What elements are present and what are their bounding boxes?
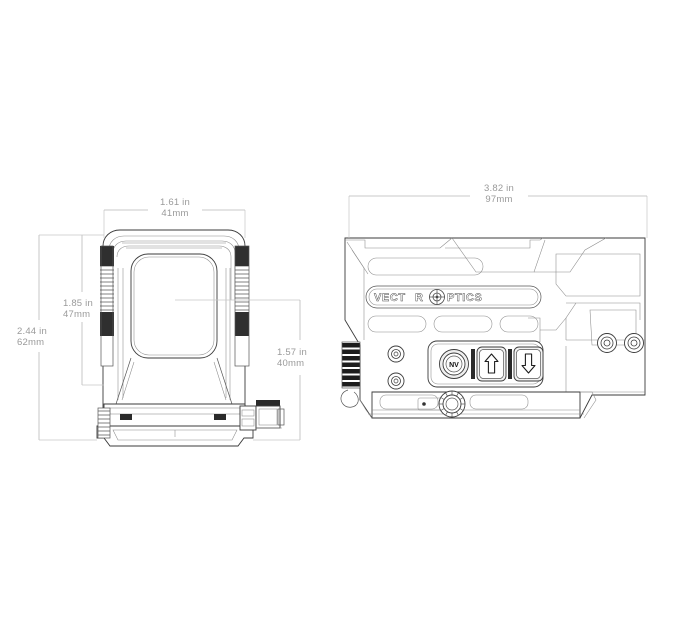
side-view: VECT R PTICS [340,237,646,419]
knurl-teeth [342,343,360,387]
logo-plate [365,285,542,309]
rear-lower-corner [580,391,597,419]
front-lower-corner [359,399,373,419]
lower-pocket-2 [433,315,493,333]
lanyard-hook [340,389,359,408]
dimension-front-lower-height: 1.57 in 40mm [253,300,307,441]
nv-button-label: NV [449,362,459,369]
dim-front-body-mm: 47mm [63,309,90,320]
control-divider-right [508,349,512,379]
bottom-pocket-left [379,394,439,410]
top-bevel-panel [451,237,546,273]
logo-plate-inner [368,288,539,306]
mount-tab-right [214,414,226,420]
vector-optics-logo: VECT R PTICS [374,289,482,305]
hood-contour-2 [112,240,236,300]
crosshair-icon [429,289,445,305]
hood-contour-1 [108,235,240,300]
dim-side-length-inches: 3.82 in [484,183,514,194]
right-corner-notch [540,317,567,331]
dim-front-overall-inches: 2.44 in [17,326,47,337]
right-rail-knurl [235,246,249,366]
dim-front-overall-mm: 62mm [17,337,44,348]
screw-boss-upper [387,345,405,363]
dim-front-lower-mm: 40mm [277,358,304,369]
mount-tab-left [120,414,132,420]
base-left-knurl [97,407,111,439]
dim-front-lower-inches: 1.57 in [277,347,307,358]
screw-boss-lower [387,372,405,390]
logo-text-r: R [415,292,424,304]
logo-text-vect: VECT [374,292,406,304]
picatinny-recoil-lug [112,429,238,441]
dim-front-body-inches: 1.85 in [63,298,93,309]
lower-rail-section [371,391,581,419]
quick-detach-mount-lever [239,400,285,431]
body-taper-lines [115,357,233,405]
left-rail-frame [100,245,114,367]
arrow-up-icon [484,353,499,374]
control-divider-left [471,349,475,379]
nv-button[interactable]: NV [439,349,469,379]
lower-pocket-3 [499,315,539,333]
dim-side-length-mm: 97mm [485,194,512,205]
right-upper-panel [555,253,641,297]
battery-compartment-cap [417,390,466,418]
body-taper-lines-inner [121,361,227,401]
dimension-front-width: 1.61 in 41mm [103,197,246,238]
lens-window [130,253,218,359]
battery-cap-detent [422,402,426,406]
brightness-up-button[interactable] [476,346,507,382]
front-slope-line-2 [351,249,369,275]
upper-facet-left [345,237,453,249]
front-view [96,229,300,447]
bottom-pocket-right [469,394,529,410]
knurled-side-panel [341,341,361,389]
right-rail-frame [234,245,250,367]
dimension-front-overall-height: 2.44 in 62mm [17,234,97,441]
left-rail-knurl [100,246,114,366]
brightness-down-button[interactable] [513,346,544,382]
side-housing-outline [344,237,646,419]
lower-pocket-1 [367,315,427,333]
upper-relief-pocket [367,257,484,276]
top-bevel-right [534,237,607,273]
dim-front-width-inches: 1.61 in [160,197,190,208]
dimension-front-body-height: 1.85 in 47mm [63,234,104,386]
windage-turret [597,333,617,353]
battery-cap-knurl [439,391,465,417]
arrow-down-icon [521,353,536,374]
logo-text-ptics: PTICS [447,292,482,304]
lens-window-inner [133,256,215,356]
dim-front-width-mm: 41mm [161,208,188,219]
control-panel: NV [427,340,544,388]
dimension-side-length: 3.82 in 97mm [348,183,648,238]
elevation-turret [624,333,644,353]
upper-facet-mid [445,237,544,249]
hood-contour-3 [116,245,232,300]
